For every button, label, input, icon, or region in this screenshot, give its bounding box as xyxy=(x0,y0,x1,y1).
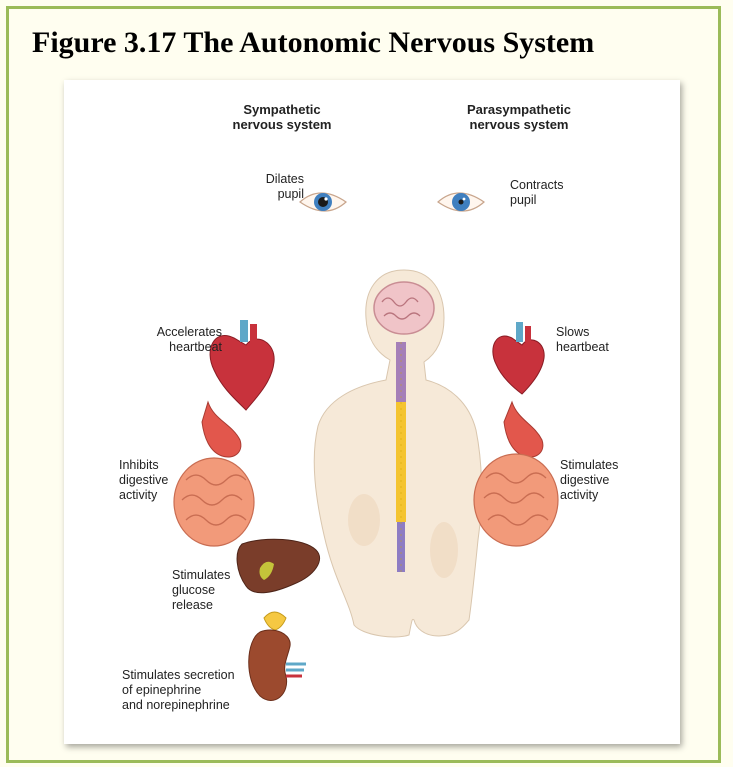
spinal-cord xyxy=(396,342,406,572)
diagram-panel: Sympathetic nervous system Parasympathet… xyxy=(64,80,680,744)
label-slows-heartbeat: Slows heartbeat xyxy=(556,325,646,355)
parasympathetic-header: Parasympathetic nervous system xyxy=(444,102,594,132)
eye-contracted-icon xyxy=(438,193,484,211)
label-contracts-pupil: Contracts pupil xyxy=(510,178,600,208)
digestive-system-parasympathetic xyxy=(474,402,558,546)
figure-title: Figure 3.17 The Autonomic Nervous System xyxy=(32,26,594,60)
label-stimulates-digestive: Stimulates digestive activity xyxy=(560,458,660,503)
eye-dilated-icon xyxy=(300,193,346,211)
label-inhibits-digestive: Inhibits digestive activity xyxy=(119,458,219,503)
label-stimulates-epinephrine: Stimulates secretion of epinephrine and … xyxy=(122,668,282,713)
heart-icon-parasympathetic xyxy=(493,322,544,394)
label-dilates-pupil: Dilates pupil xyxy=(224,172,304,202)
label-stimulates-glucose: Stimulates glucose release xyxy=(172,568,262,613)
sympathetic-header: Sympathetic nervous system xyxy=(212,102,352,132)
brain-icon xyxy=(374,282,434,334)
label-accelerates-heartbeat: Accelerates heartbeat xyxy=(122,325,222,355)
